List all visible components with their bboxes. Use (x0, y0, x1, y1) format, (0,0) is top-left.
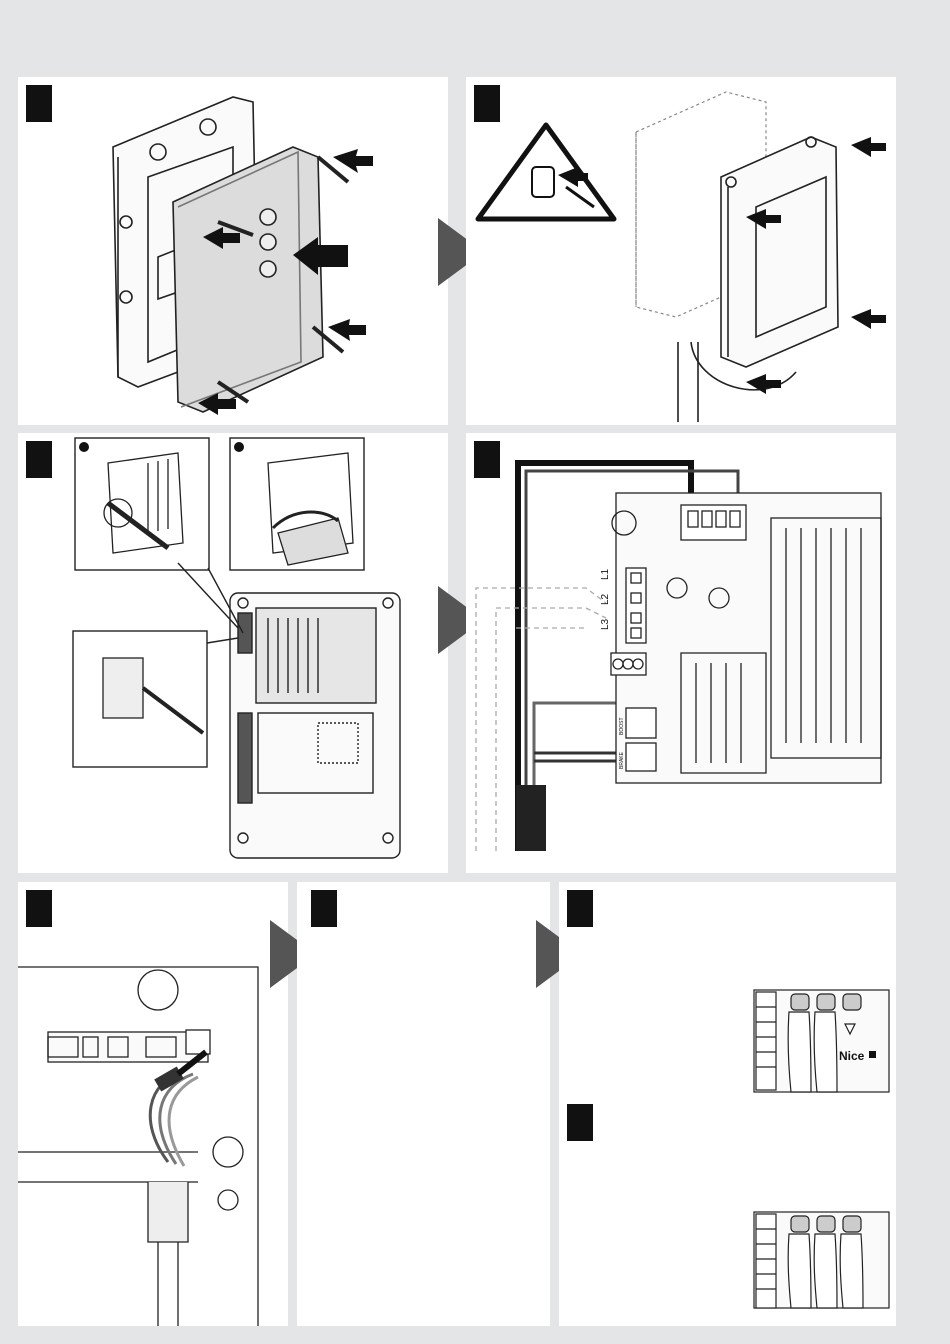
open-cover-illustration (18, 433, 448, 873)
terminal-label-l1: L1 (600, 568, 611, 580)
terminal-label-brake: BRAKE (619, 751, 625, 769)
remove-cover-illustration (18, 77, 448, 425)
step-panel-1 (18, 77, 448, 425)
step-number-badge (311, 890, 337, 927)
wall-mount-illustration (466, 77, 896, 425)
button-press-illustration: Nice (559, 882, 896, 1326)
unplug-warning-icon (478, 125, 614, 219)
terminal-label-boost: BOOST (619, 717, 625, 735)
terminal-label-l2: L2 (600, 593, 611, 605)
step-panel-5 (18, 882, 288, 1326)
step-panel-7: Nice (559, 882, 896, 1326)
step-panel-2 (466, 77, 896, 425)
terminal-label-l3: L3 (600, 618, 611, 630)
wiring-diagram: L1 L2 L3 BOOST BRAKE (466, 433, 896, 873)
brand-logo: Nice (839, 1049, 865, 1063)
step-panel-6 (297, 882, 550, 1326)
cable-connection-illustration (18, 882, 288, 1326)
step-panel-3 (18, 433, 448, 873)
step-panel-4: L1 L2 L3 BOOST BRAKE (466, 433, 896, 873)
